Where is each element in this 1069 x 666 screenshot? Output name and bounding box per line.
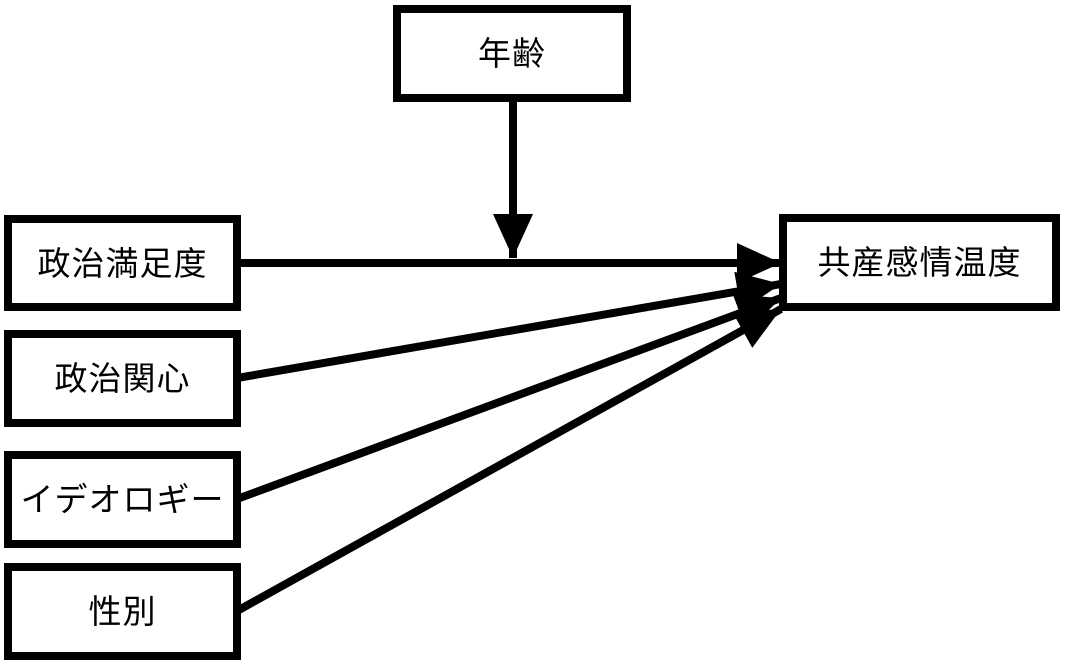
node-political-satisfaction-label: 政治満足度 [37,244,208,282]
node-ideology: イデオロギー [4,451,241,548]
node-political-interest: 政治関心 [4,330,241,427]
node-age-label: 年齢 [478,35,546,72]
node-gender-label: 性別 [88,593,157,630]
node-political-satisfaction: 政治満足度 [4,215,241,311]
node-ideology-label: イデオロギー [20,481,225,518]
node-communist-feeling-thermometer: 共産感情温度 [779,214,1060,311]
edge-gender-to-outcome-arrow [235,305,783,615]
node-gender: 性別 [4,563,241,660]
node-political-interest-label: 政治関心 [54,360,191,397]
node-age: 年齢 [393,5,631,102]
edge-interest-to-outcome-arrow [236,271,782,382]
node-communist-feeling-thermometer-label: 共産感情温度 [817,244,1022,281]
edge-ideology-to-outcome-arrow [235,294,783,503]
